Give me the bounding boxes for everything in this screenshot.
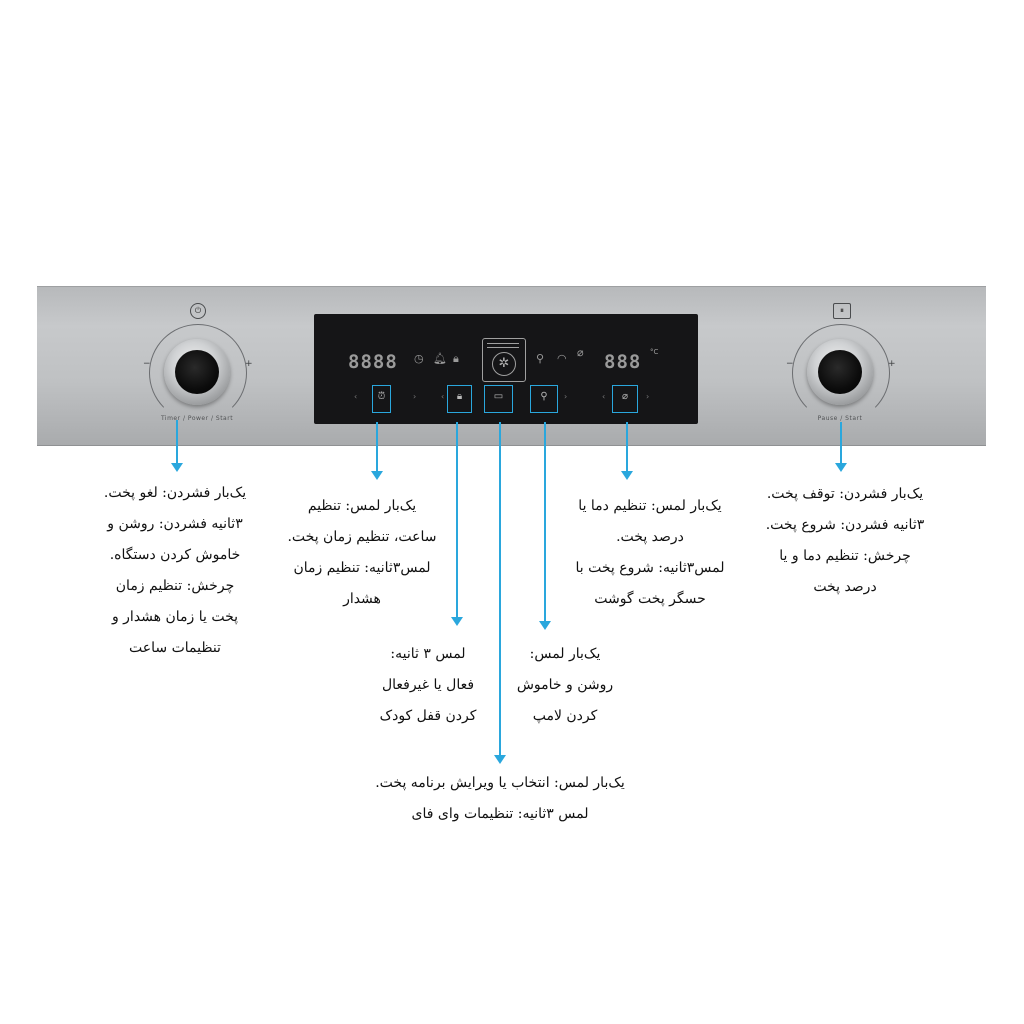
right-knob-assembly: ⏸ − + Pause / Start [780,287,900,445]
left-arrow-indicator: ‹ [354,392,358,401]
left-knob-arrow [171,420,183,472]
oven-icon: ▭ [493,391,504,402]
knob-cap [818,350,862,394]
left-knob-caption: Timer / Power / Start [160,415,234,422]
bell-indicator-icon: 🔔︎ [433,352,447,365]
knob-plus-mark: + [888,359,896,369]
knob-minus-mark: − [143,359,151,369]
temperature-button-annotation: یک‌بار لمس: تنظیم دما یا درصد پخت. لمس۳ث… [575,498,725,607]
lock-button-annotation: لمس ۳ ثانیه: فعال یا غیرفعال کردن قفل کو… [379,646,477,724]
pause-icon: ⏸ [833,303,851,319]
unit-indicator: °C [650,348,659,356]
lock-indicator-icon: 🔒︎ [453,352,459,365]
knob-scale-arc [149,324,247,422]
left-digit-readout: 8888 [348,351,398,373]
right-rotary-knob[interactable] [807,339,873,405]
probe-icon: ⌀ [621,391,629,402]
left-knob-assembly: ⏻ − + Timer / Power / Start [137,287,257,445]
lamp-icon: ⚲ [540,391,548,402]
child-lock-button[interactable]: 🔒︎ [447,385,472,413]
lamp-button-arrow [539,422,551,630]
lamp-indicator-icon: ⚲ [536,352,545,365]
wifi-indicator-icon: ◠ [557,352,567,365]
power-icon: ⏻ [190,303,206,319]
clock-button-annotation: یک‌بار لمس: تنظیم ساعت، تنظیم زمان پخت. … [287,498,437,607]
knob-minus-mark: − [786,359,794,369]
heating-element-icon [487,343,519,348]
clock-indicator-icon: ◷ [414,352,424,365]
left-arrow-indicator: ‹ [602,392,606,401]
right-knob-annotation: یک‌بار فشردن: توقف پخت. ۳ثانیه فشردن: شر… [765,486,925,595]
left-knob-annotation: یک‌بار فشردن: لغو پخت. ۳ثانیه فشردن: روش… [103,485,247,656]
lamp-button-annotation: یک‌بار لمس: روشن و خاموش کردن لامپ [516,646,614,724]
right-arrow-indicator: › [413,392,417,401]
program-button-arrow [494,422,506,764]
alarm-clock-icon: ⏰︎ [377,391,386,402]
touch-display: 8888 ◷ 🔔︎ 🔒︎ ✲ ⚲ ◠ ⌀ 888 °C ‹ ⏰︎ › ‹ 🔒︎ … [314,314,698,424]
left-rotary-knob[interactable] [164,339,230,405]
lamp-button[interactable]: ⚲ [530,385,558,413]
knob-plus-mark: + [245,359,253,369]
knob-scale-arc [792,324,890,422]
probe-indicator-icon: ⌀ [577,346,584,359]
right-digit-readout: 888 [604,351,642,373]
knob-cap [175,350,219,394]
right-arrow-indicator: › [646,392,650,401]
lock-icon: 🔒︎ [456,391,463,402]
oven-control-panel: ⏻ − + Timer / Power / Start 8888 ◷ 🔔︎ 🔒︎… [37,286,986,446]
right-arrow-indicator: › [564,392,568,401]
right-knob-arrow [835,422,847,472]
lock-button-arrow [451,422,463,626]
temperature-button[interactable]: ⌀ [612,385,638,413]
right-knob-caption: Pause / Start [817,415,863,422]
oven-fan-indicator: ✲ [482,338,526,382]
clock-button[interactable]: ⏰︎ [372,385,391,413]
fan-icon: ✲ [492,352,516,376]
clock-button-arrow [371,422,383,480]
program-button-annotation: یک‌بار لمس: انتخاب یا ویرایش برنامه پخت.… [375,775,625,822]
left-arrow-indicator: ‹ [441,392,445,401]
program-button[interactable]: ▭ [484,385,513,413]
temperature-button-arrow [621,422,633,480]
